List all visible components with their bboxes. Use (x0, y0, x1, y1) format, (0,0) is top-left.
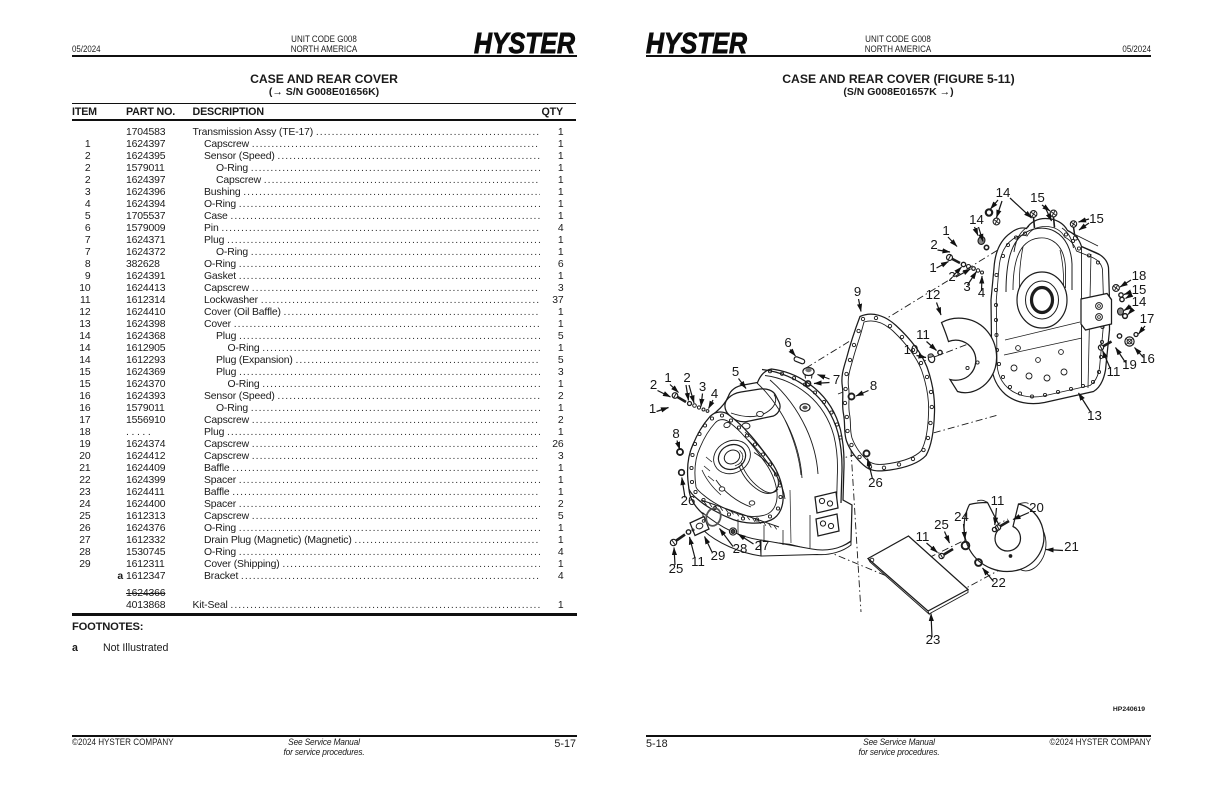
svg-text:26: 26 (681, 493, 696, 508)
svg-text:HYSTER: HYSTER (646, 31, 747, 57)
svg-text:1: 1 (942, 223, 949, 238)
svg-text:19: 19 (1122, 357, 1137, 372)
svg-text:15: 15 (1089, 211, 1104, 226)
svg-text:22: 22 (991, 575, 1006, 590)
svg-text:11: 11 (916, 327, 930, 342)
svg-text:15: 15 (1132, 282, 1147, 297)
svg-text:1: 1 (649, 401, 656, 416)
svg-text:9: 9 (854, 284, 861, 299)
svg-text:23: 23 (926, 632, 941, 647)
svg-text:12: 12 (926, 287, 941, 302)
svg-text:14: 14 (1132, 294, 1147, 309)
svg-text:17: 17 (1140, 311, 1155, 326)
svg-text:25: 25 (934, 517, 949, 532)
svg-text:4: 4 (711, 386, 718, 401)
svg-text:3: 3 (963, 279, 970, 294)
svg-text:7: 7 (833, 372, 840, 387)
svg-text:29: 29 (711, 548, 726, 563)
svg-text:5: 5 (732, 364, 739, 379)
svg-text:10: 10 (904, 342, 919, 357)
svg-text:16: 16 (1140, 351, 1155, 366)
svg-text:11: 11 (691, 554, 705, 569)
svg-text:18: 18 (1132, 268, 1147, 283)
svg-text:2: 2 (948, 269, 955, 284)
svg-text:15: 15 (1030, 190, 1045, 205)
svg-text:4: 4 (978, 285, 985, 300)
svg-text:2: 2 (683, 370, 690, 385)
svg-text:14: 14 (996, 185, 1011, 200)
svg-text:20: 20 (1029, 500, 1044, 515)
svg-text:8: 8 (672, 426, 679, 441)
svg-text:6: 6 (784, 335, 791, 350)
svg-text:1: 1 (929, 260, 936, 275)
svg-text:2: 2 (650, 377, 657, 392)
svg-text:1: 1 (664, 370, 671, 385)
svg-text:26: 26 (868, 475, 883, 490)
svg-text:24: 24 (954, 509, 969, 524)
svg-text:21: 21 (1064, 539, 1079, 554)
svg-text:25: 25 (669, 561, 684, 576)
svg-text:8: 8 (870, 378, 877, 393)
svg-text:28: 28 (733, 541, 748, 556)
svg-text:2: 2 (930, 237, 937, 252)
svg-text:11: 11 (916, 529, 930, 544)
svg-text:11: 11 (991, 493, 1005, 508)
svg-text:3: 3 (699, 379, 706, 394)
svg-text:HYSTER: HYSTER (474, 31, 575, 57)
svg-text:27: 27 (755, 538, 770, 553)
svg-text:14: 14 (969, 212, 984, 227)
